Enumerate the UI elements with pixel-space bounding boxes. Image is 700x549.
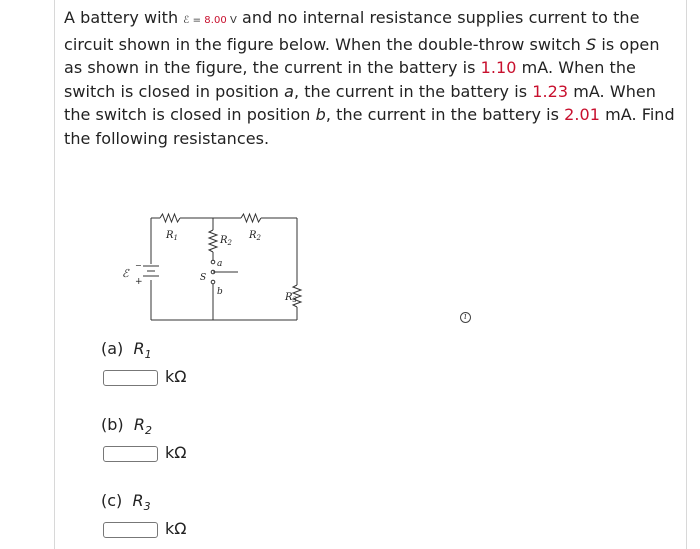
part-a-label: (a) — [101, 339, 124, 358]
label-plus: + — [135, 277, 143, 287]
circuit-figure: R1 R2 R2 R3 ℰ − + S a b — [113, 210, 303, 328]
answer-input-r3[interactable] — [103, 522, 158, 538]
part-b-label: (b) — [101, 415, 124, 434]
problem-statement: A battery with ℰ = 8.00 V and no interna… — [64, 8, 675, 148]
label-switch: S — [200, 273, 206, 283]
circuit-wires — [143, 212, 303, 321]
part-a-symbol: R1 — [133, 339, 152, 361]
unit-label-a: kΩ — [165, 367, 187, 386]
current-open-value: 1.10 — [480, 58, 517, 78]
unit-label-c: kΩ — [165, 519, 187, 538]
info-icon[interactable]: i — [460, 312, 471, 323]
label-minus: − — [135, 261, 142, 270]
label-r3: R3 — [284, 292, 298, 304]
emf-value: ℰ = 8.00 V — [183, 15, 237, 26]
label-r1: R1 — [165, 230, 178, 242]
label-r2-left: R2 — [219, 235, 233, 247]
part-b-symbol: R2 — [133, 415, 152, 437]
answer-input-r1[interactable] — [103, 370, 158, 386]
label-r2-right: R2 — [248, 230, 262, 242]
unit-label-b: kΩ — [165, 443, 187, 462]
part-c-label: (c) — [101, 491, 123, 510]
current-b-value: 2.01 — [564, 105, 600, 125]
answer-input-r2[interactable] — [103, 446, 158, 462]
question-card — [54, 0, 687, 549]
label-emf: ℰ — [122, 267, 130, 280]
current-a-value: 1.23 — [532, 81, 569, 101]
part-c-symbol: R3 — [132, 491, 151, 513]
label-b: b — [217, 287, 223, 297]
label-a: a — [217, 259, 222, 269]
